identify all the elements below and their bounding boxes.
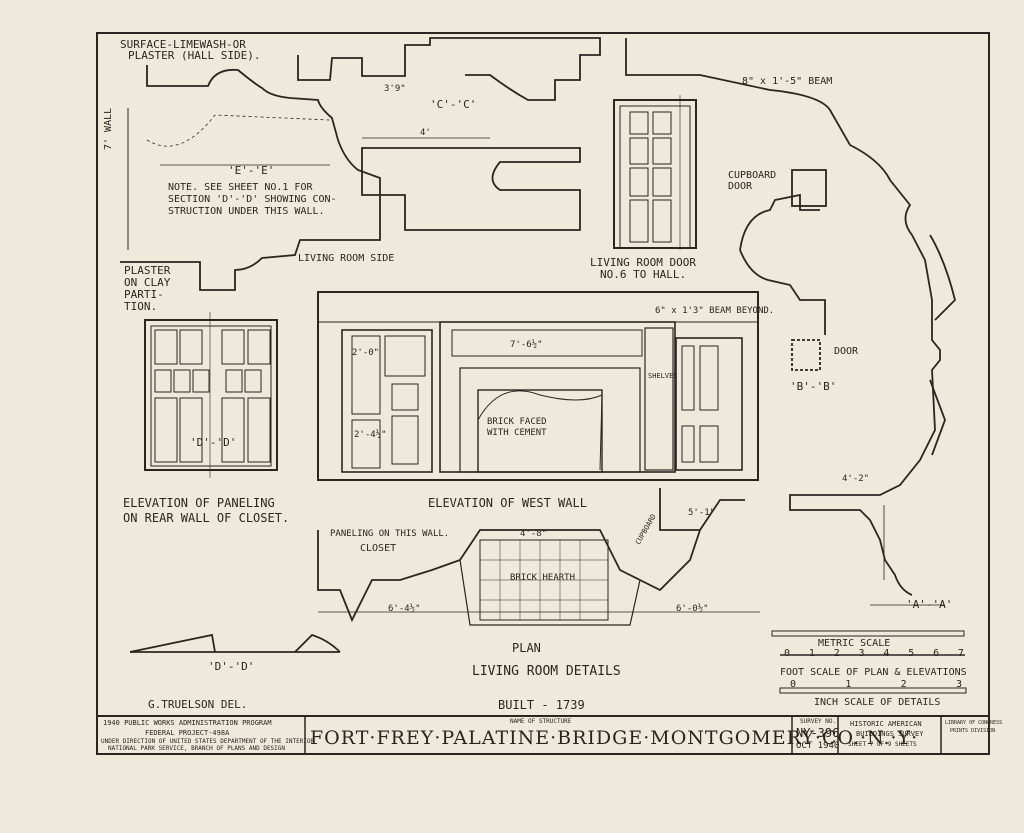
bb-label: 'B'-'B' [790,380,837,393]
direction-text: UNDER DIRECTION OF UNITED STATES DEPARTM… [101,738,315,745]
dim-2ft4: 2'-4½" [354,430,387,440]
surface-note: SURFACE-LIMEWASH-OR [120,38,246,51]
aa-section [625,38,956,606]
dim-6ft0: 6'-0½" [676,604,709,614]
delineator: G.TRUELSON DEL. [148,698,248,711]
brick-faced-1: BRICK FACED [487,417,547,427]
plan-label: PLAN [512,641,541,655]
metric-tick-3: 3 [858,648,865,659]
metric-scale-label: METRIC SCALE [818,638,891,649]
wall-label: 7' WALL [103,107,114,150]
plaster-note-2: ON CLAY [124,276,171,289]
door-title-2: NO.6 TO HALL. [600,268,687,281]
project-text: FEDERAL PROJECT-498A [145,729,230,737]
foot-tick-3: 3 [955,679,962,690]
metric-scale-ticks: 0 1 2 3 4 5 6 7 [784,648,964,659]
aa-label: 'A'-'A' [906,598,953,611]
plaster-note-3: PARTI- [124,288,164,301]
surface-note-2: PLASTER (HALL SIDE). [128,49,261,62]
dim-5ft1: 5'-1" [688,508,716,518]
ee-label: 'E'-'E' [228,164,275,177]
dim-3-9: 3'9" [384,84,406,94]
note-line-2: SECTION 'D'-'D' SHOWING CON- [168,194,337,205]
loc-line-2: PRINTS DIVISION [950,728,996,734]
title-block-lines [97,715,989,754]
survey-date: OCT 1940 [796,741,840,751]
paneling-title-1: ELEVATION OF PANELING [123,496,275,510]
dim-7ft6: 7'-6½" [510,340,543,350]
inch-scale-label: INCH SCALE OF DETAILS [814,697,941,708]
metric-tick-4: 4 [883,648,890,659]
cc-label: 'C'-'C' [430,98,477,111]
paneling-on-wall: PANELING ON THIS WALL. [330,529,450,539]
dim-2ft0: 2'-0" [352,348,380,358]
living-room-side: LIVING ROOM SIDE [298,253,395,264]
closet-label: CLOSET [360,543,397,554]
dim-4ft8: 4'-8" [520,529,548,539]
survey-no-label: SURVEY NO. [800,718,837,725]
west-wall-title: ELEVATION OF WEST WALL [428,496,587,510]
scale-bars [771,630,967,694]
ee-wall-section [120,65,381,291]
dim-4ft2: 4'-2" [842,474,870,484]
closet-paneling-elevation [144,312,278,478]
brick-hearth: BRICK HEARTH [510,573,576,583]
dd-bottom-label: 'D'-'D' [208,660,255,673]
west-wall-elevation [317,291,759,481]
beam-top: 8" x 1'-5" BEAM [742,76,833,87]
brick-faced-2: WITH CEMENT [487,428,547,438]
built-date: BUILT - 1739 [498,698,585,712]
cc-section [297,37,601,231]
door-no6-elevation [613,95,697,250]
note-line-1: NOTE. SEE SHEET NO.1 FOR [168,182,313,193]
foot-tick-2: 2 [900,679,907,690]
survey-number: NY-396 [796,726,840,740]
name-of-structure-label: NAME OF STRUCTURE [510,718,572,725]
metric-tick-6: 6 [933,648,940,659]
habs-line-1: HISTORIC AMERICAN [850,720,922,728]
branch-text: NATIONAL PARK SERVICE, BRANCH OF PLANS A… [108,745,286,752]
sheet-number: SHEET 7 OF 9 SHEETS [848,741,917,748]
dd-profile [129,633,341,653]
metric-tick-5: 5 [908,648,915,659]
cupboard-door-2: DOOR [728,181,753,192]
living-room-plan [317,488,760,626]
metric-tick-1: 1 [808,648,815,659]
structure-name: FORT·FREY·PALATINE·BRIDGE·MONTGOMERY·CO.… [310,727,919,749]
dim-6ft4: 6'-4½" [388,604,421,614]
beam-beyond: 6" x 1'3" BEAM BEYOND. [655,306,775,316]
shelves-label: SHELVES [648,372,678,380]
plaster-note-4: TION. [124,300,158,313]
metric-tick-2: 2 [833,648,840,659]
door-label: DOOR [834,346,859,357]
dim-4ft: 4' [420,128,431,138]
foot-tick-1: 1 [845,679,852,690]
cupboard-door-1: CUPBOARD [728,170,777,181]
metric-tick-0: 0 [784,648,791,659]
foot-tick-0: 0 [790,679,797,690]
door-title-1: LIVING ROOM DOOR [590,256,696,269]
plaster-note-1: PLASTER [124,264,171,277]
paneling-title-2: ON REAR WALL OF CLOSET. [123,511,290,525]
habs-line-2: BUILDINGS SURVEY [856,730,924,738]
loc-line-1: LIBRARY OF CONGRESS [945,720,1003,726]
note-line-3: STRUCTION UNDER THIS WALL. [168,206,325,217]
dd-panel-label: 'D'-'D' [190,436,237,449]
living-room-details: LIVING ROOM DETAILS [472,664,621,679]
sheet-border [96,32,990,755]
program-text: 1940 PUBLIC WORKS ADMINISTRATION PROGRAM [103,719,272,727]
foot-scale-ticks: 0 1 2 3 [790,679,962,690]
metric-tick-7: 7 [957,648,964,659]
foot-scale-label: FOOT SCALE OF PLAN & ELEVATIONS [780,667,967,678]
